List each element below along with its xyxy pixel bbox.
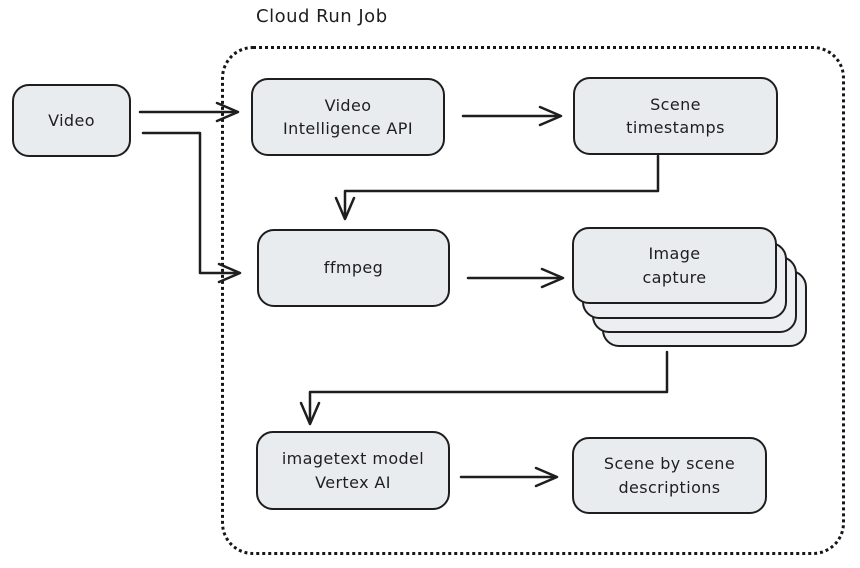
- node-scene-by-scene-descriptions: Scene by scene descriptions: [572, 437, 767, 514]
- cloud-run-job-group-border: [221, 46, 845, 555]
- node-video-label: Video: [48, 110, 95, 130]
- node-video-intelligence-api-label-line1: Video: [324, 95, 372, 115]
- node-scene-timestamps-label-line1: Scene: [650, 94, 701, 114]
- node-ffmpeg-label: ffmpeg: [323, 258, 384, 278]
- node-scene-descriptions-label-line1: Scene by scene: [603, 454, 736, 474]
- node-image-capture-label-line2: capture: [642, 267, 707, 287]
- node-scene-descriptions-label-line2: descriptions: [618, 477, 721, 497]
- node-scene-timestamps: Scene timestamps: [573, 77, 778, 155]
- node-imagetext-model-label-line1: imagetext model: [281, 449, 425, 469]
- node-image-capture: Image capture: [572, 227, 777, 304]
- node-scene-timestamps-label-line2: timestamps: [626, 118, 725, 137]
- node-video-intelligence-api-label-line2: Intelligence API: [283, 119, 413, 138]
- node-imagetext-model-label-line2: Vertex AI: [315, 472, 391, 492]
- node-image-capture-label-line1: Image: [648, 244, 701, 264]
- node-imagetext-model-vertex-ai: imagetext model Vertex AI: [256, 431, 450, 510]
- group-title-cloud-run-job: Cloud Run Job: [256, 6, 388, 27]
- node-video-intelligence-api: Video Intelligence API: [251, 78, 445, 156]
- node-ffmpeg: ffmpeg: [257, 229, 450, 307]
- node-video: Video: [12, 84, 131, 157]
